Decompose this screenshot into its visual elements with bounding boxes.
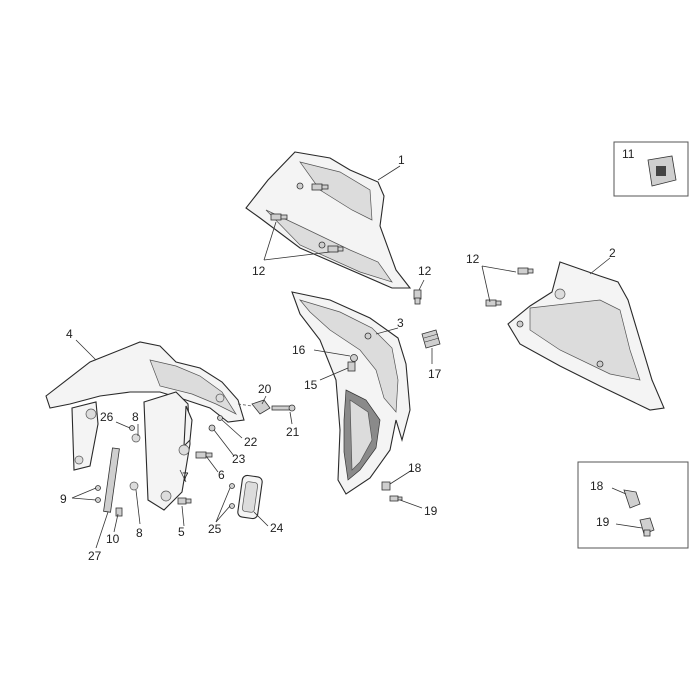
callout-8b: 8 xyxy=(136,526,143,540)
upper-fairing-panel xyxy=(245,151,412,289)
bolt-6 xyxy=(195,451,213,459)
callout-19a: 19 xyxy=(424,504,438,518)
callout-12a: 12 xyxy=(252,264,266,278)
screw-16 xyxy=(350,354,358,362)
clip-17 xyxy=(421,329,441,349)
inner-fairing-panel xyxy=(291,291,411,495)
nut-25b xyxy=(229,503,235,509)
washer-9b xyxy=(95,497,101,503)
screw-10 xyxy=(115,507,123,517)
screw-15 xyxy=(347,361,356,372)
callout-8a: 8 xyxy=(132,410,139,424)
bolt-5 xyxy=(177,497,192,505)
callout-7: 7 xyxy=(182,470,189,484)
callout-27: 27 xyxy=(88,549,102,563)
bolt-12-side-a xyxy=(517,267,534,275)
front-mudguard xyxy=(45,341,245,511)
callout-22: 22 xyxy=(244,435,258,449)
callout-6: 6 xyxy=(218,468,225,482)
bolt-12 xyxy=(311,183,329,191)
callout-11: 11 xyxy=(622,147,635,161)
callout-5: 5 xyxy=(178,525,185,539)
callout-labels: 1 2 3 4 12 12 12 11 16 15 17 18 19 20 21… xyxy=(60,147,635,563)
washer-22 xyxy=(217,415,223,421)
callout-19b: 19 xyxy=(596,515,610,529)
callout-17: 17 xyxy=(428,367,442,381)
bolt-12 xyxy=(327,245,344,253)
bolt-12 xyxy=(270,213,288,221)
screw-18-center xyxy=(381,481,391,491)
inset-11 xyxy=(613,141,689,197)
screw-21 xyxy=(271,404,296,412)
callout-9: 9 xyxy=(60,492,67,506)
bolt-12-lower xyxy=(413,289,422,305)
callout-20: 20 xyxy=(258,382,272,396)
callout-10: 10 xyxy=(106,532,120,546)
side-fairing-panel xyxy=(507,261,665,411)
callout-1: 1 xyxy=(398,153,405,167)
callout-21: 21 xyxy=(286,425,300,439)
washer-23 xyxy=(208,424,216,432)
washer-9a xyxy=(95,485,101,491)
bolt-12-side-b xyxy=(485,299,502,307)
reflector-24 xyxy=(237,474,263,520)
callout-4: 4 xyxy=(66,327,73,341)
callout-2: 2 xyxy=(609,246,616,260)
nut-25a xyxy=(229,483,235,489)
callout-26: 26 xyxy=(100,410,114,424)
rod-27 xyxy=(103,447,120,513)
callout-12c: 12 xyxy=(466,252,480,266)
callout-23: 23 xyxy=(232,452,246,466)
callout-16: 16 xyxy=(292,343,306,357)
callout-18b: 18 xyxy=(590,479,604,493)
leader-lines xyxy=(71,165,643,549)
screw-26 xyxy=(129,425,135,431)
callout-3: 3 xyxy=(397,316,404,330)
callout-24: 24 xyxy=(270,521,284,535)
callout-15: 15 xyxy=(304,378,318,392)
inset-18-19 xyxy=(577,461,689,549)
callout-18a: 18 xyxy=(408,461,422,475)
callout-25: 25 xyxy=(208,522,222,536)
callout-12b: 12 xyxy=(418,264,432,278)
cable-guide-20 xyxy=(251,399,271,415)
